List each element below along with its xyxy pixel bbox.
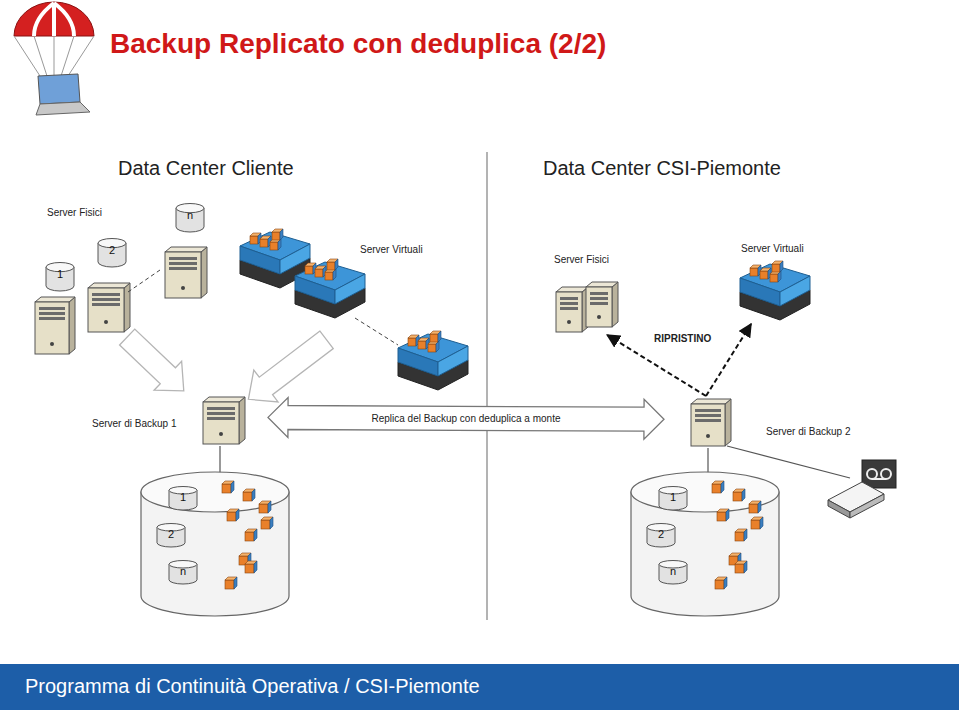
restore-arrow	[706, 324, 751, 396]
server-group: Server Virtuali	[733, 240, 819, 324]
slide-title: Backup Replicato con deduplica (2/2)	[110, 28, 606, 60]
disk-number: 2	[97, 244, 127, 256]
divider-line	[486, 152, 488, 620]
disk-cylinder: 1	[45, 262, 75, 292]
dashed-link	[355, 318, 398, 345]
dashed-link	[128, 270, 160, 292]
disk-number: 1	[168, 491, 198, 503]
region-heading: Data Center Cliente	[118, 157, 294, 180]
server-tower	[556, 287, 588, 332]
disk-number: 2	[156, 528, 186, 540]
restore-arrow	[607, 335, 706, 396]
server-tower	[35, 297, 75, 354]
server-tower	[203, 397, 245, 444]
disk-cylinder: 1	[168, 486, 198, 511]
parachute-icon	[14, 2, 94, 115]
storage-link	[707, 448, 708, 473]
server-group: Server Virtuali	[235, 232, 470, 338]
disk-cylinder: 2	[646, 523, 676, 548]
disk-cylinder: 2	[156, 523, 186, 548]
server-tower	[691, 399, 731, 446]
server-group: Server Fisici	[548, 252, 628, 335]
footer-caption: Programma di Continuità Operativa / CSI-…	[25, 675, 480, 698]
restore-label: RIPRISTINO	[654, 333, 711, 344]
disk-cylinder: n	[168, 560, 198, 585]
disk-number: 2	[646, 528, 676, 540]
tape-link	[727, 446, 850, 478]
server-label: Server Virtuali	[360, 244, 423, 255]
virtual-server	[740, 261, 810, 320]
server-label: Server Fisici	[554, 254, 609, 265]
server-tower	[88, 283, 130, 332]
server-tower	[165, 247, 207, 298]
server-label: Server di Backup 2	[766, 426, 851, 437]
server-label: Server Fisici	[47, 207, 102, 218]
virtual-server	[295, 259, 365, 318]
virtual-server	[398, 331, 468, 390]
block-arrow	[120, 329, 184, 391]
disk-number: 1	[45, 268, 75, 280]
footer-bar	[0, 664, 959, 710]
block-arrow	[248, 331, 333, 402]
disk-number: n	[658, 565, 688, 577]
disk-number: 1	[658, 491, 688, 503]
server-label: Server di Backup 1	[92, 418, 177, 429]
storage-disk	[141, 472, 289, 616]
region-heading: Data Center CSI-Piemonte	[543, 157, 781, 180]
tape-drive	[828, 460, 896, 518]
disk-cylinder: 1	[658, 486, 688, 511]
disk-cylinder: n	[175, 203, 205, 233]
server-group: Server di Backup 2	[686, 396, 886, 448]
disk-number: n	[168, 565, 198, 577]
server-label: Server Virtuali	[741, 243, 804, 254]
disk-cylinder: 2	[97, 238, 127, 268]
disk-cylinder: n	[658, 560, 688, 585]
server-tower	[586, 282, 618, 327]
edge-label: Replica del Backup con deduplica a monte	[369, 413, 562, 424]
server-group: Server di Backup 1	[88, 393, 246, 447]
disk-number: n	[175, 209, 205, 221]
storage-link	[219, 446, 220, 473]
storage-disk	[631, 472, 779, 616]
block-arrow	[268, 398, 664, 440]
server-group: Server Fisici 1 2 n	[30, 203, 220, 335]
